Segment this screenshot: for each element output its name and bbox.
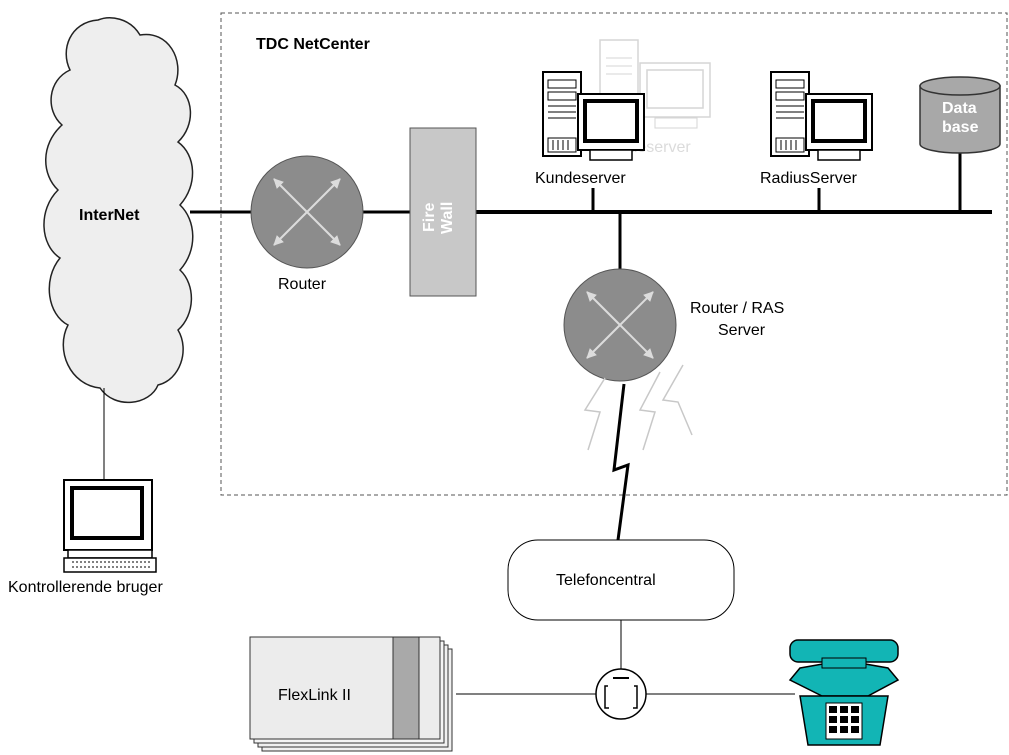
radius-server-label: RadiusServer bbox=[760, 170, 858, 187]
database-icon: Data base bbox=[919, 76, 1001, 154]
internet-cloud: InterNet bbox=[43, 17, 194, 403]
database-label-line1: Data bbox=[942, 100, 977, 117]
kundeserver-label: Kundeserver bbox=[535, 170, 626, 187]
ras-label-line2: Server bbox=[718, 322, 766, 339]
router-label: Router bbox=[278, 276, 327, 293]
internet-label: InterNet bbox=[79, 207, 140, 224]
firewall-label-line2: Wall bbox=[439, 202, 456, 234]
radius-server-icon bbox=[770, 71, 873, 161]
telefoncentral-label: Telefoncentral bbox=[556, 572, 656, 589]
netcenter-title: TDC NetCenter bbox=[256, 36, 370, 53]
wall-socket-icon bbox=[595, 668, 647, 720]
ras-router-icon bbox=[563, 268, 677, 382]
telephone-icon bbox=[788, 639, 900, 746]
flexlink-label: FlexLink II bbox=[278, 687, 351, 704]
flexlink-device: FlexLink II bbox=[249, 636, 453, 752]
kundeserver-icon bbox=[542, 71, 645, 161]
user-pc-icon bbox=[63, 479, 157, 573]
firewall-label-line1: Fire bbox=[421, 203, 438, 232]
netcenter-boundary bbox=[220, 12, 1008, 496]
modem-signal-icon bbox=[583, 364, 693, 451]
firewall: Fire Wall bbox=[409, 127, 477, 297]
user-pc-label: Kontrollerende bruger bbox=[8, 579, 163, 596]
database-label-line2: base bbox=[942, 119, 979, 136]
link-ras-telefoncentral bbox=[612, 383, 630, 541]
ras-label-line1: Router / RAS bbox=[690, 300, 784, 317]
router-icon bbox=[250, 155, 364, 269]
